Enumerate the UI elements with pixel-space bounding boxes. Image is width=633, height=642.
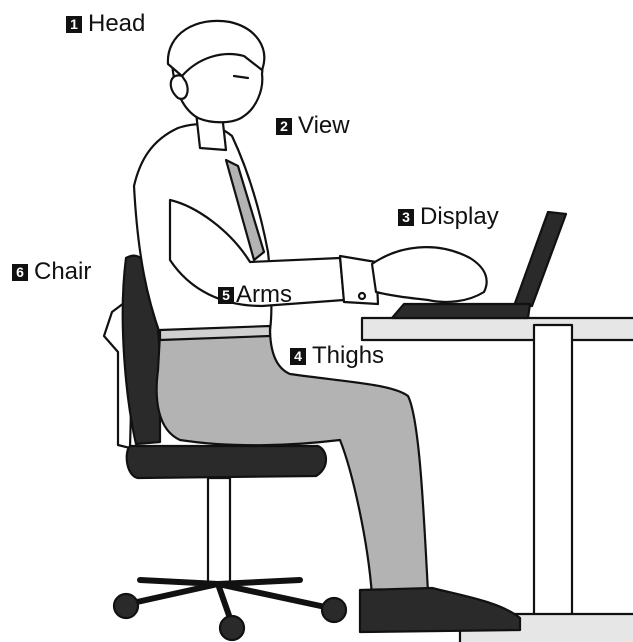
label-number: 1 [66, 16, 82, 33]
laptop-screen [514, 212, 566, 306]
label-number: 4 [290, 348, 306, 365]
label-text: Head [88, 10, 145, 38]
hand [372, 247, 487, 302]
chair-caster [322, 598, 346, 622]
chair-seat [127, 446, 326, 478]
label-text: Thighs [312, 342, 384, 370]
label-display: 3 Display [398, 203, 499, 231]
chair-caster [114, 594, 138, 618]
label-number: 6 [12, 264, 28, 281]
label-text: View [298, 112, 350, 140]
label-thighs: 4 Thighs [290, 342, 384, 370]
chair-caster [220, 616, 244, 640]
cuff-button [359, 293, 365, 299]
label-arms: 5 Arms [218, 281, 292, 309]
ear [171, 75, 188, 99]
label-view: 2 View [276, 112, 350, 140]
label-number: 3 [398, 209, 414, 226]
label-text: Arms [236, 281, 292, 309]
desk-top [362, 318, 633, 340]
label-text: Display [420, 203, 499, 231]
label-text: Chair [34, 258, 91, 286]
label-head: 1 Head [66, 10, 145, 38]
label-number: 2 [276, 118, 292, 135]
shoe [360, 588, 520, 632]
label-chair: 6 Chair [12, 258, 91, 286]
label-number: 5 [218, 287, 234, 304]
chair-column [208, 478, 230, 586]
laptop-base [392, 304, 530, 318]
desk-leg [534, 325, 572, 625]
